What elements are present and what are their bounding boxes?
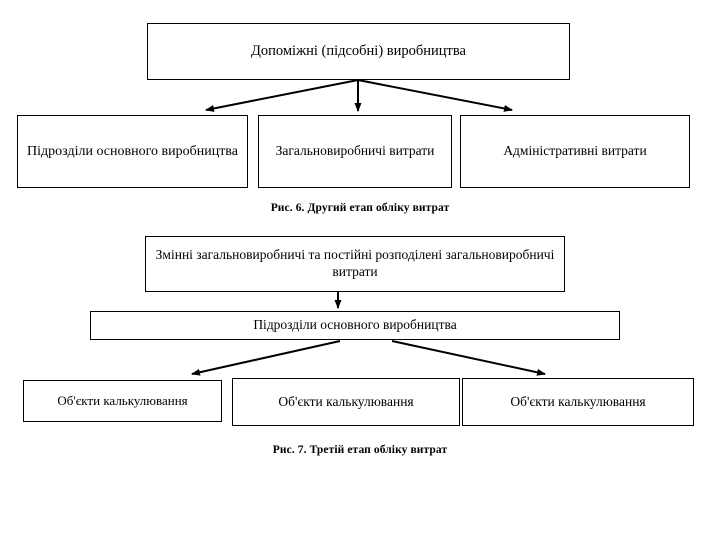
node-general-production-costs[interactable]: Загальновиробничі витрати bbox=[258, 115, 452, 188]
node-label: Об'єкти калькулювання bbox=[278, 393, 414, 409]
node-label: Змінні загальновиробничі та постійні роз… bbox=[155, 247, 555, 279]
arrow-units-to-object-1 bbox=[191, 340, 341, 376]
node-main-production-units[interactable]: Підрозділи основного виробництва bbox=[17, 115, 248, 188]
node-label: Об'єкти калькулювання bbox=[57, 392, 188, 408]
node-variable-and-fixed-allocated-overhead[interactable]: Змінні загальновиробничі та постійні роз… bbox=[145, 236, 565, 292]
arrow-units-to-object-3 bbox=[391, 340, 546, 376]
figure-6-caption: Рис. 6. Другий етап обліку витрат bbox=[270, 202, 450, 214]
node-label: Допоміжні (підсобні) виробництва bbox=[250, 43, 466, 60]
node-costing-object-3[interactable]: Об'єкти калькулювання bbox=[462, 378, 694, 426]
arrow-root-to-overhead bbox=[205, 79, 359, 112]
node-label: Адміністративні витрати bbox=[503, 143, 647, 159]
node-administrative-costs[interactable]: Адміністративні витрати bbox=[460, 115, 690, 188]
node-costing-object-1[interactable]: Об'єкти калькулювання bbox=[23, 380, 222, 422]
figure-7-caption: Рис. 7. Третій етап обліку витрат bbox=[272, 444, 448, 456]
node-main-production-units-bar[interactable]: Підрозділи основного виробництва bbox=[90, 311, 620, 340]
node-label: Підрозділи основного виробництва bbox=[27, 143, 238, 159]
node-label: Загальновиробничі витрати bbox=[275, 143, 435, 159]
node-label: Підрозділи основного виробництва bbox=[253, 317, 457, 333]
node-costing-object-2[interactable]: Об'єкти калькулювання bbox=[232, 378, 460, 426]
node-label: Об'єкти калькулювання bbox=[510, 393, 646, 409]
arrow-root-to-admin bbox=[357, 79, 513, 112]
fig6-connectors bbox=[205, 79, 513, 112]
node-auxiliary-production[interactable]: Допоміжні (підсобні) виробництва bbox=[147, 23, 570, 80]
